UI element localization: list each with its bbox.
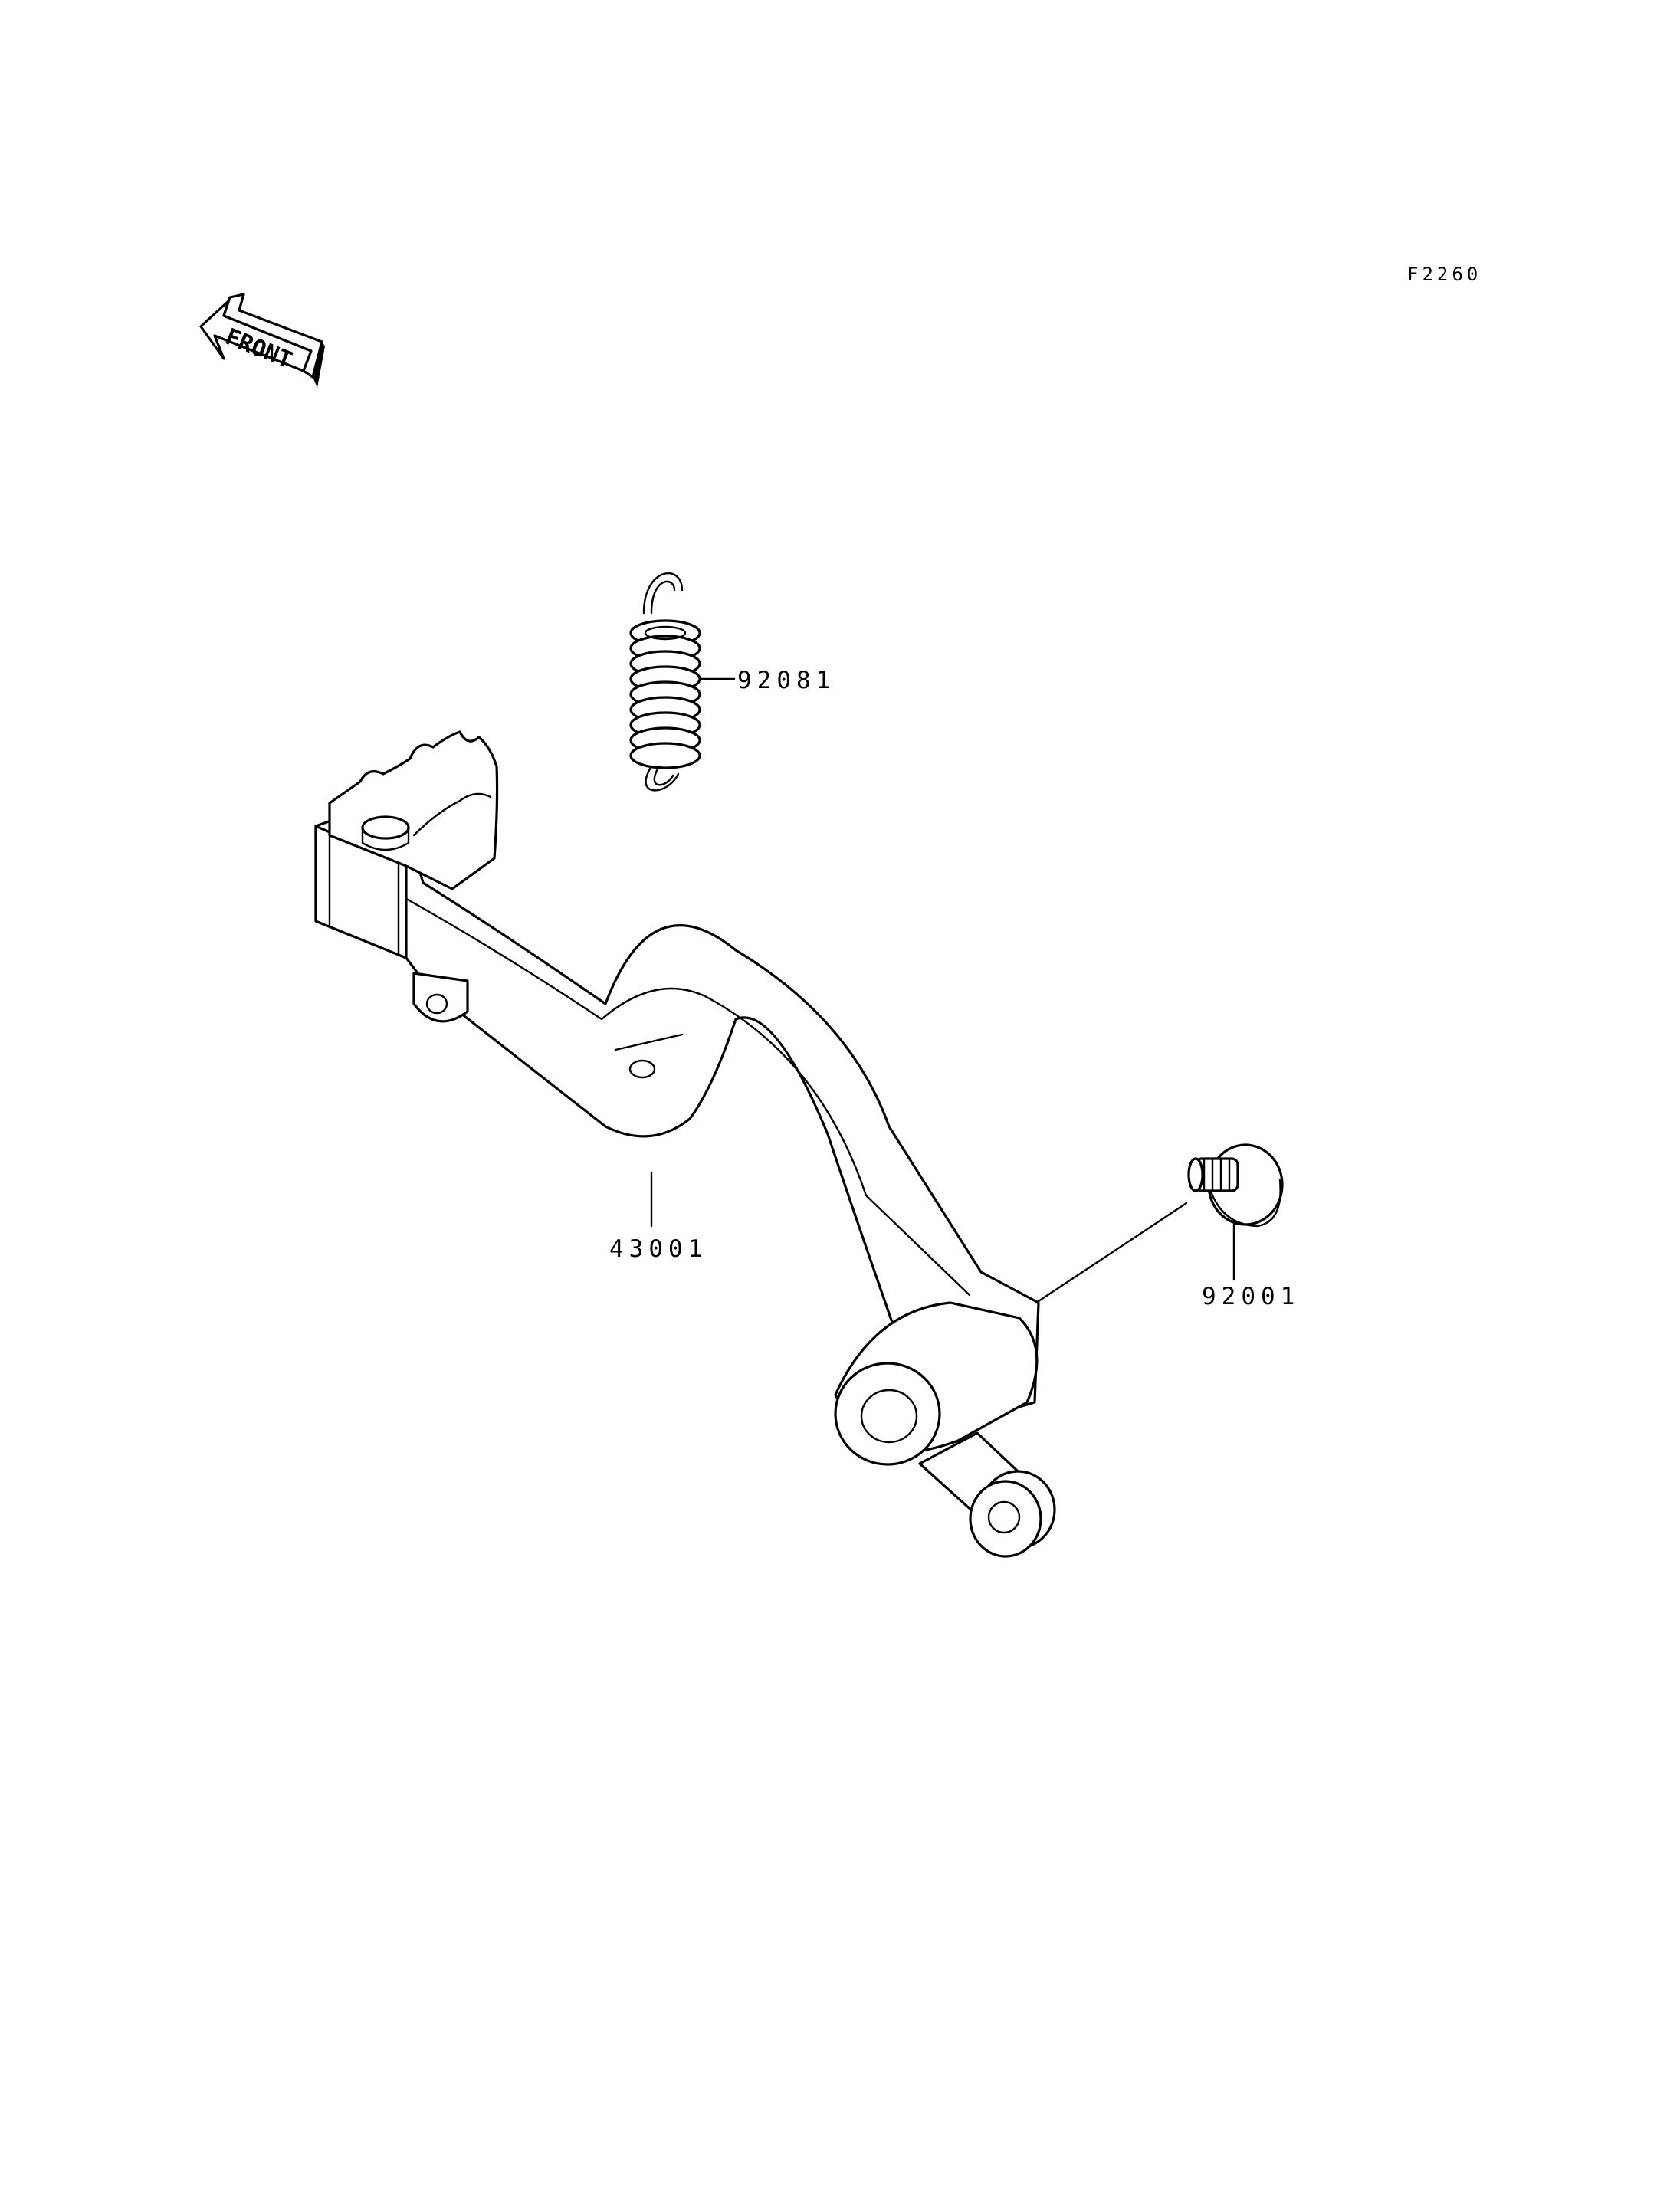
part-number-43001: 43001 bbox=[609, 1235, 707, 1263]
figure-code: F2260 bbox=[1407, 264, 1481, 285]
brake-pedal-43001 bbox=[314, 730, 1056, 1558]
spring-92081 bbox=[629, 572, 736, 792]
front-arrow-icon: FRONT bbox=[199, 293, 325, 388]
bolt-axis-line bbox=[1035, 1202, 1188, 1304]
spring-coils bbox=[629, 619, 701, 769]
part-number-92081: 92081 bbox=[737, 667, 835, 694]
part-number-92001: 92001 bbox=[1202, 1283, 1300, 1310]
bolt-92001 bbox=[1187, 1143, 1284, 1228]
